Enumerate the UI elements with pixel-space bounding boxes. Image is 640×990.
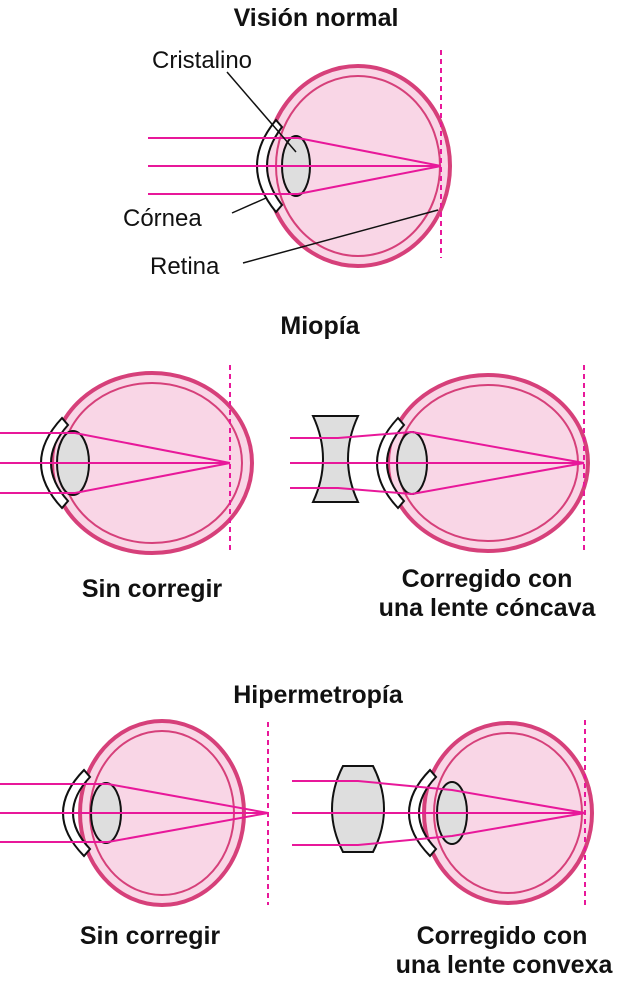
light-ray xyxy=(292,780,586,814)
myopia-uncorrected-rays xyxy=(0,432,231,494)
cornea-label: Córnea xyxy=(123,205,202,232)
retina-leader-line xyxy=(242,209,439,264)
myopia-uncorrected-eye xyxy=(40,365,254,555)
light-ray xyxy=(148,137,442,167)
cornea xyxy=(376,416,406,510)
hyperopia-corrected-rays xyxy=(292,780,586,846)
light-ray xyxy=(290,430,585,464)
cornea xyxy=(62,768,92,858)
hyperopia-uncorrected-caption: Sin corregir xyxy=(80,922,221,950)
light-ray xyxy=(292,812,586,846)
normal-vision-section: Visión normal Cristalino Córnea Retina xyxy=(123,4,452,280)
cornea xyxy=(408,768,438,858)
lens-leader-line xyxy=(226,71,297,153)
myopia-section: Miopía Sin corregir Cor xyxy=(0,312,596,622)
cornea-leader-line xyxy=(231,197,267,214)
myopia-corrected-rays xyxy=(290,430,585,496)
light-ray xyxy=(0,432,231,464)
hyperopia-section: Hipermetropía Sin corregir xyxy=(0,681,613,979)
normal-leader-lines xyxy=(226,71,439,264)
lens-label: Cristalino xyxy=(152,47,252,74)
myopia-corrected-caption-line2: una lente cóncava xyxy=(379,594,597,622)
light-ray xyxy=(0,812,269,843)
light-ray xyxy=(0,462,231,494)
convex-lens xyxy=(331,765,385,853)
hyperopia-uncorrected-rays xyxy=(0,783,269,843)
hyperopia-corrected-caption-line2: una lente convexa xyxy=(396,951,614,979)
hyperopia-corrected-caption-line1: Corregido con xyxy=(417,922,588,950)
cornea xyxy=(40,416,70,510)
myopia-corrected-caption-line1: Corregido con xyxy=(402,565,573,593)
myopia-uncorrected-caption: Sin corregir xyxy=(82,575,223,603)
myopia-title: Miopía xyxy=(280,312,360,340)
light-ray xyxy=(0,783,269,814)
hyperopia-title: Hipermetropía xyxy=(233,681,404,709)
cornea xyxy=(256,118,284,214)
normal-vision-title: Visión normal xyxy=(234,4,399,32)
light-ray xyxy=(290,462,585,496)
normal-light-rays xyxy=(148,137,442,195)
light-ray xyxy=(148,165,442,195)
retina-label: Retina xyxy=(150,253,220,280)
